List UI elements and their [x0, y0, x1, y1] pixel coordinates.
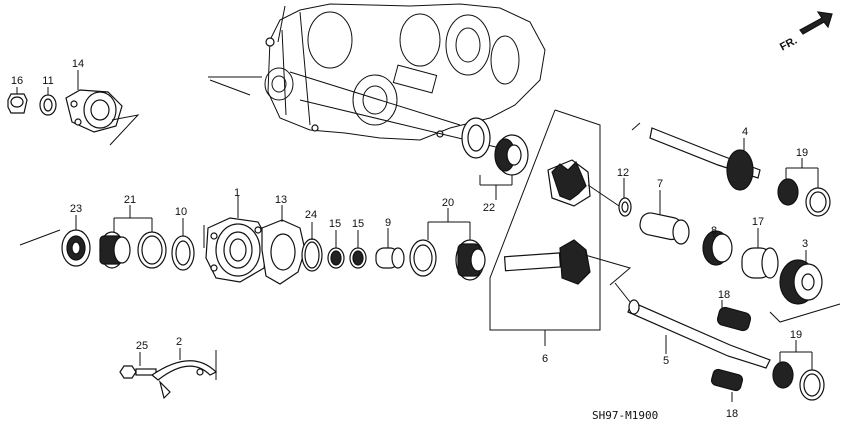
- part-label: 9: [385, 217, 391, 229]
- part-20-bearing: [409, 208, 486, 281]
- part-label: 3: [802, 238, 808, 250]
- part-label: 18: [718, 289, 730, 301]
- part-6-bracket: [489, 109, 601, 346]
- part-label: 16: [11, 75, 23, 87]
- part-22-bearing: [461, 117, 529, 200]
- part-label: 10: [175, 206, 187, 218]
- part-6-gear-upper: [547, 159, 626, 211]
- part-label: 15: [329, 218, 341, 230]
- part-label: 19: [790, 329, 802, 341]
- part-label: 6: [542, 353, 548, 365]
- part-label: 21: [124, 194, 136, 206]
- part-label: 22: [483, 202, 495, 214]
- svg-text:FR.: FR.: [778, 35, 799, 54]
- part-23-seal: [19, 215, 91, 267]
- part-4-mainshaft: [631, 122, 761, 191]
- part-10-shim: [171, 218, 195, 271]
- part-label: 18: [726, 408, 738, 420]
- housing-leader-lines: [208, 71, 501, 149]
- part-18-needle-bearing-upper: [716, 300, 752, 332]
- part-6-shaft-lower: [503, 239, 632, 286]
- part-label: 15: [352, 218, 364, 230]
- part-label: 7: [657, 178, 663, 190]
- part-19-bearing-upper: [777, 158, 831, 217]
- part-label: 20: [442, 197, 454, 209]
- part-8-hub: [702, 230, 733, 266]
- part-11-washer: [39, 87, 57, 116]
- part-label: 25: [136, 340, 148, 352]
- part-18-needle-bearing-lower: [710, 368, 744, 402]
- transmission-housing: [264, 3, 546, 141]
- part-labels: 1 2 3 4 5 6 7 8 9 10 11 12 13 14 15 15 1…: [11, 58, 808, 420]
- part-12-ring: [618, 178, 632, 217]
- part-label: 1: [234, 187, 240, 199]
- part-1-bearing-housing: [203, 196, 269, 283]
- part-2-shift-fork: [151, 348, 218, 400]
- part-9-collar: [375, 228, 405, 269]
- part-label: 23: [70, 203, 82, 215]
- part-24-o-ring: [301, 222, 323, 272]
- part-16-nut: [7, 87, 28, 114]
- part-label: 11: [42, 75, 53, 87]
- part-17-needle-bearing: [741, 228, 779, 279]
- part-label: 12: [617, 167, 629, 179]
- part-19-bearing-lower: [772, 340, 825, 401]
- part-3-gear: [769, 250, 841, 323]
- part-label: 14: [72, 58, 84, 70]
- part-7-collar: [639, 190, 690, 245]
- part-label: 2: [176, 336, 182, 348]
- part-21-bearing: [99, 205, 167, 269]
- part-15-seal-a: [327, 230, 345, 269]
- front-direction-arrow: FR.: [778, 11, 833, 54]
- part-14-bearing-holder: [65, 70, 140, 146]
- part-label: 19: [796, 147, 808, 159]
- part-label: 4: [742, 126, 748, 138]
- part-label: 5: [663, 355, 669, 367]
- diagram-code: SH97-M1900: [592, 409, 658, 422]
- part-label: 13: [275, 194, 287, 206]
- part-13-gasket: [261, 205, 306, 285]
- part-label: 17: [752, 216, 764, 228]
- part-5-countershaft: [614, 282, 771, 369]
- part-label: 8: [711, 225, 717, 237]
- part-15-seal-b: [349, 230, 367, 269]
- part-25-bolt: [119, 352, 157, 379]
- part-label: 24: [305, 209, 317, 221]
